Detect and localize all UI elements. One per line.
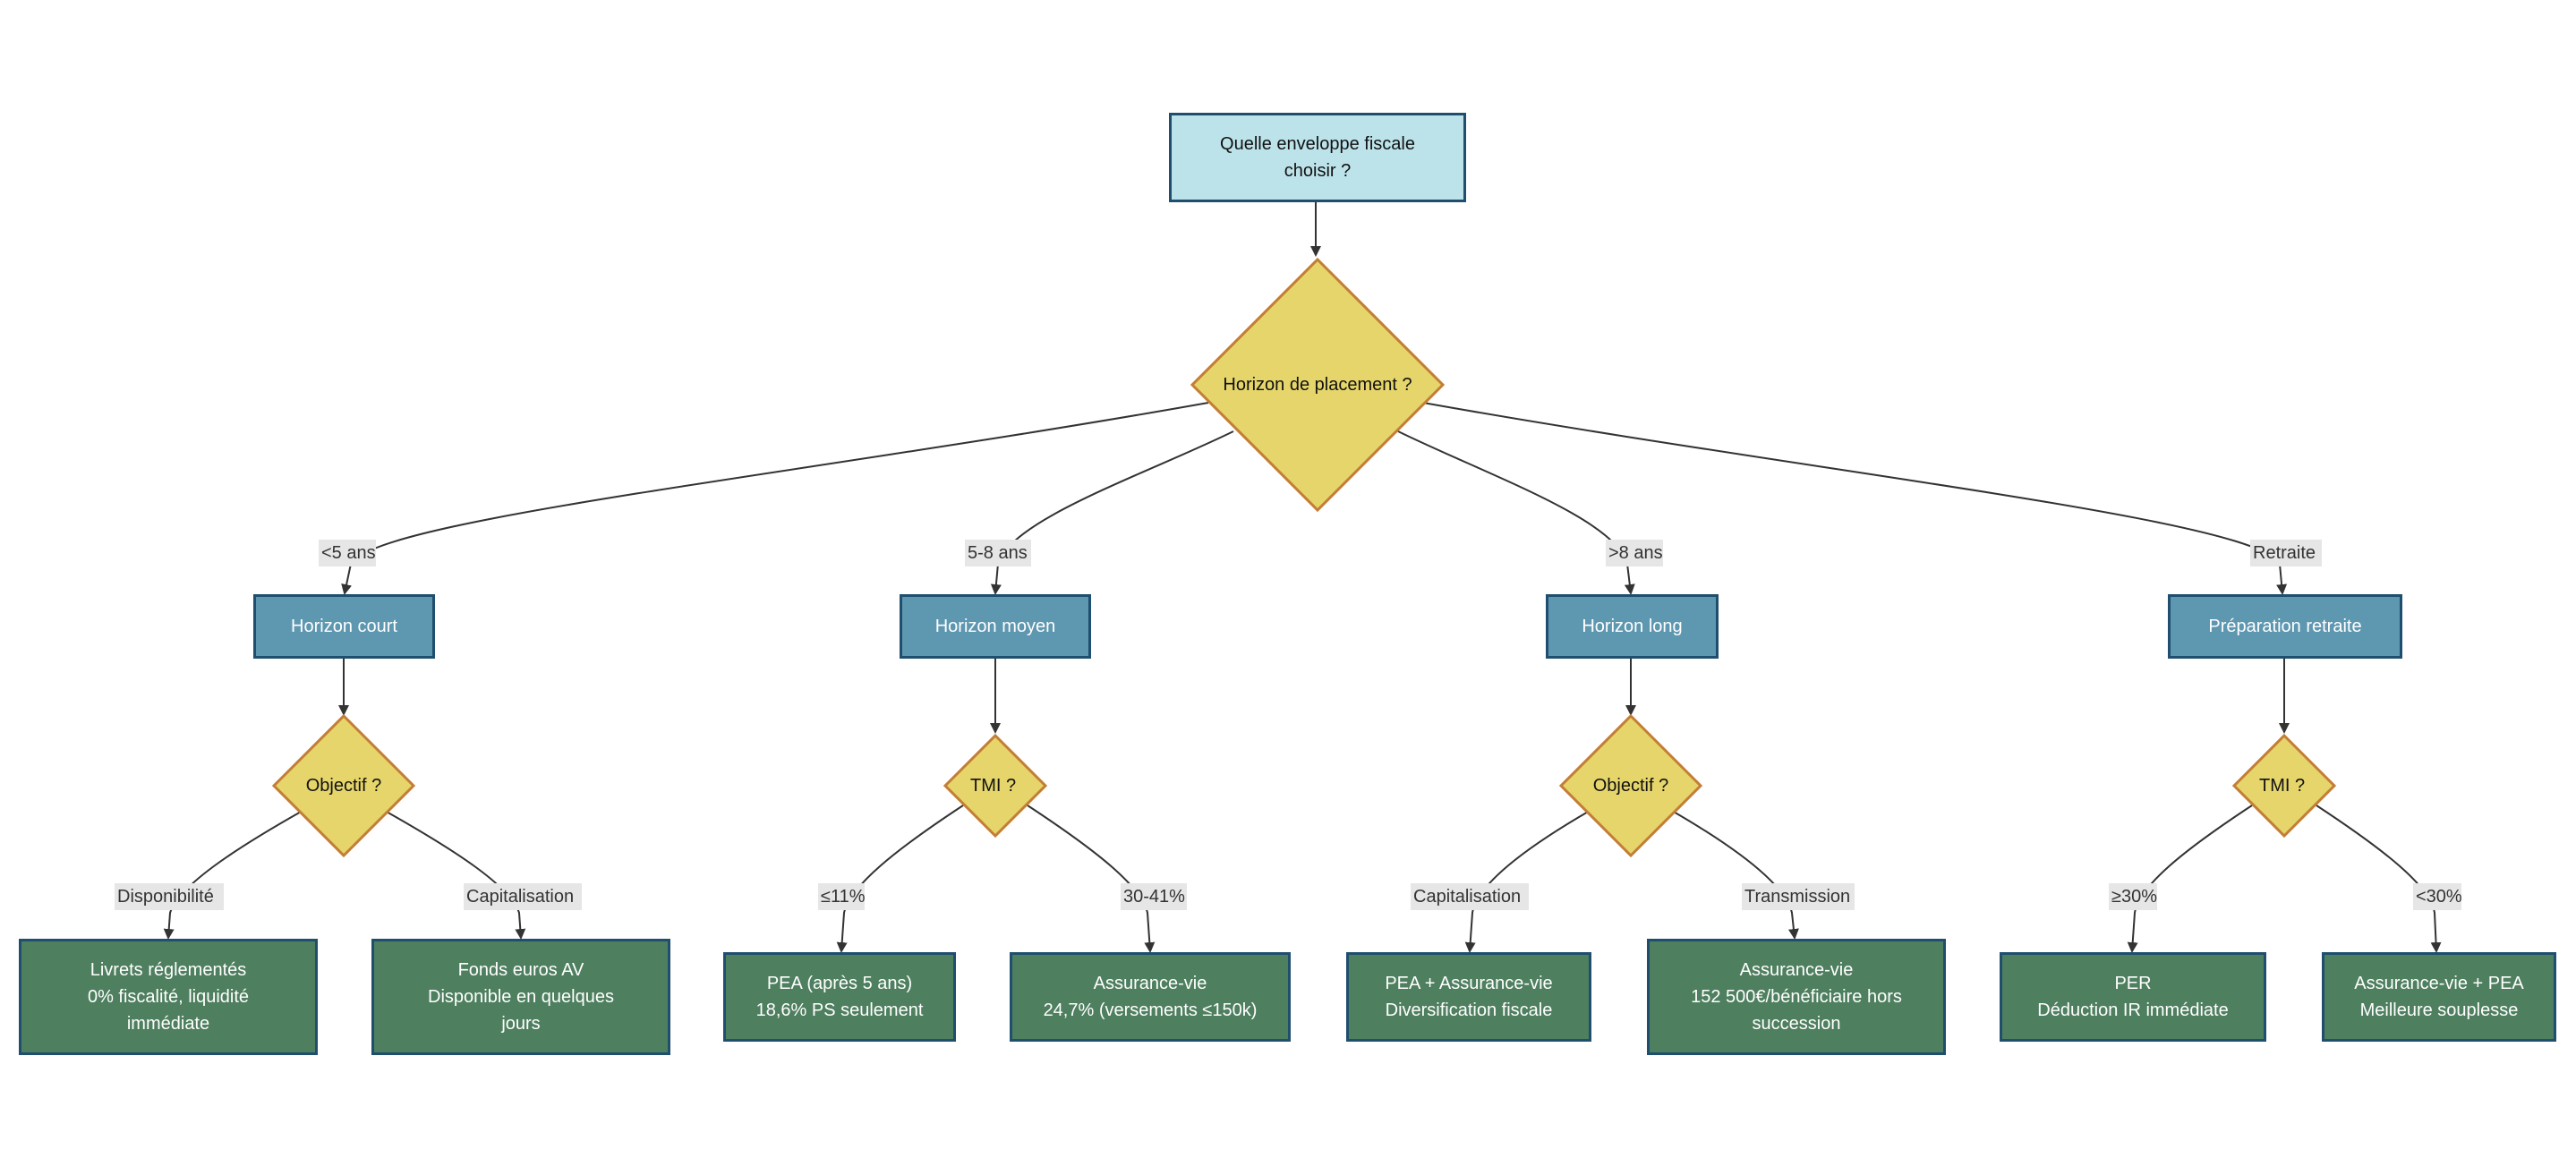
edge-label-capitalisation-court: Capitalisation — [464, 883, 582, 910]
leaf-pea-line1: PEA (après 5 ans) — [766, 974, 913, 993]
leaf-per: PER Déduction IR immédiate — [2000, 952, 2266, 1042]
edge-retraite — [1422, 402, 2288, 595]
leaf-assurance-vie-pea-line1: Assurance-vie + PEA — [2354, 974, 2524, 993]
edge-label-retraite: Retraite — [2250, 540, 2322, 566]
edge-horizon-moyen — [990, 430, 1234, 595]
decision-court-shape — [271, 713, 416, 858]
edge-label-ge30: ≥30% — [2109, 883, 2157, 910]
edge-label-court: <5 ans — [319, 540, 376, 566]
leaf-fonds-euros: Fonds euros AV Disponible en quelques jo… — [371, 939, 670, 1055]
leaf-assurance-vie-moyen-line1: Assurance-vie — [1093, 974, 1207, 993]
decision-long-label: Objectif ? — [1592, 776, 1669, 796]
edge-retraite-right — [2316, 805, 2442, 953]
edge-label-tmi-low: ≤11% — [818, 883, 865, 910]
decision-main-label: Horizon de placement ? — [1223, 375, 1412, 395]
horizon-long-box: Horizon long — [1546, 594, 1719, 659]
edge-label-transmission: Transmission — [1742, 883, 1855, 910]
leaf-assurance-vie-moyen: Assurance-vie 24,7% (versements ≤150k) — [1010, 952, 1291, 1042]
leaf-fonds-euros-line1: Fonds euros AV — [457, 960, 584, 980]
leaf-per-line1: PER — [2114, 974, 2152, 993]
edge-retraite-left — [2127, 805, 2253, 953]
horizon-court-box: Horizon court — [253, 594, 435, 659]
leaf-pea: PEA (après 5 ans) 18,6% PS seulement — [723, 952, 956, 1042]
leaf-pea-line2: 18,6% PS seulement — [755, 1000, 924, 1020]
leaf-assurance-vie-transmission: Assurance-vie 152 500€/bénéficiaire hors… — [1647, 939, 1946, 1055]
edge-moyen-left — [836, 805, 964, 953]
decision-court-label: Objectif ? — [305, 776, 382, 796]
edge-moyen-right — [1027, 805, 1156, 953]
edge-long-left — [1464, 810, 1591, 953]
edge-label-moyen: 5-8 ans — [965, 540, 1031, 566]
edge-label-lt30: <30% — [2413, 883, 2461, 910]
leaf-transmission-line1: Assurance-vie — [1739, 960, 1854, 980]
leaf-pea-assurance-vie-line2: Diversification fiscale — [1385, 1000, 1553, 1020]
leaf-fonds-euros-line3: jours — [501, 1014, 541, 1034]
leaf-transmission-line2: 152 500€/bénéficiaire hors — [1691, 987, 1902, 1007]
horizon-moyen-box: Horizon moyen — [900, 594, 1091, 659]
leaf-transmission-line3: succession — [1752, 1014, 1841, 1034]
edge-court-right — [384, 810, 526, 940]
root-line1: Quelle enveloppe fiscale — [1220, 134, 1415, 154]
decision-moyen-shape — [943, 733, 1048, 839]
edge-court-left — [163, 810, 303, 940]
decision-main-shape — [1190, 257, 1446, 513]
preparation-retraite-box: Préparation retraite — [2168, 594, 2402, 659]
edge-label-tmi-high: 30-41% — [1121, 883, 1187, 910]
edge-horizon-long — [1397, 430, 1635, 595]
decision-retraite-label: TMI ? — [2259, 776, 2306, 796]
decision-retraite-shape — [2231, 733, 2337, 839]
leaf-per-line2: Déduction IR immédiate — [2037, 1000, 2229, 1020]
leaf-fonds-euros-line2: Disponible en quelques — [428, 987, 614, 1007]
edge-label-long: >8 ans — [1606, 540, 1663, 566]
leaf-assurance-vie-pea-line2: Meilleure souplesse — [2359, 1000, 2519, 1020]
root-question-box: Quelle enveloppe fiscale choisir ? — [1169, 113, 1466, 202]
edge-label-disponibilite: Disponibilité — [115, 883, 224, 910]
edge-long-right — [1671, 810, 1799, 940]
leaf-livrets-line2: 0% fiscalité, liquidité — [87, 987, 250, 1007]
leaf-assurance-vie-moyen-line2: 24,7% (versements ≤150k) — [1043, 1000, 1258, 1020]
edge-label-capitalisation-long: Capitalisation — [1411, 883, 1529, 910]
leaf-livrets-line3: immédiate — [126, 1014, 210, 1034]
leaf-livrets-line1: Livrets réglementés — [90, 960, 247, 980]
leaf-pea-assurance-vie: PEA + Assurance-vie Diversification fisc… — [1346, 952, 1591, 1042]
decisions — [271, 257, 2337, 858]
decision-moyen-label: TMI ? — [970, 776, 1017, 796]
edge-horizon-court — [341, 402, 1209, 595]
leaf-assurance-vie-pea: Assurance-vie + PEA Meilleure souplesse — [2322, 952, 2556, 1042]
leaf-pea-assurance-vie-line1: PEA + Assurance-vie — [1385, 974, 1553, 993]
root-line2: choisir ? — [1284, 161, 1352, 181]
decision-long-shape — [1558, 713, 1703, 858]
leaf-livrets: Livrets réglementés 0% fiscalité, liquid… — [19, 939, 318, 1055]
